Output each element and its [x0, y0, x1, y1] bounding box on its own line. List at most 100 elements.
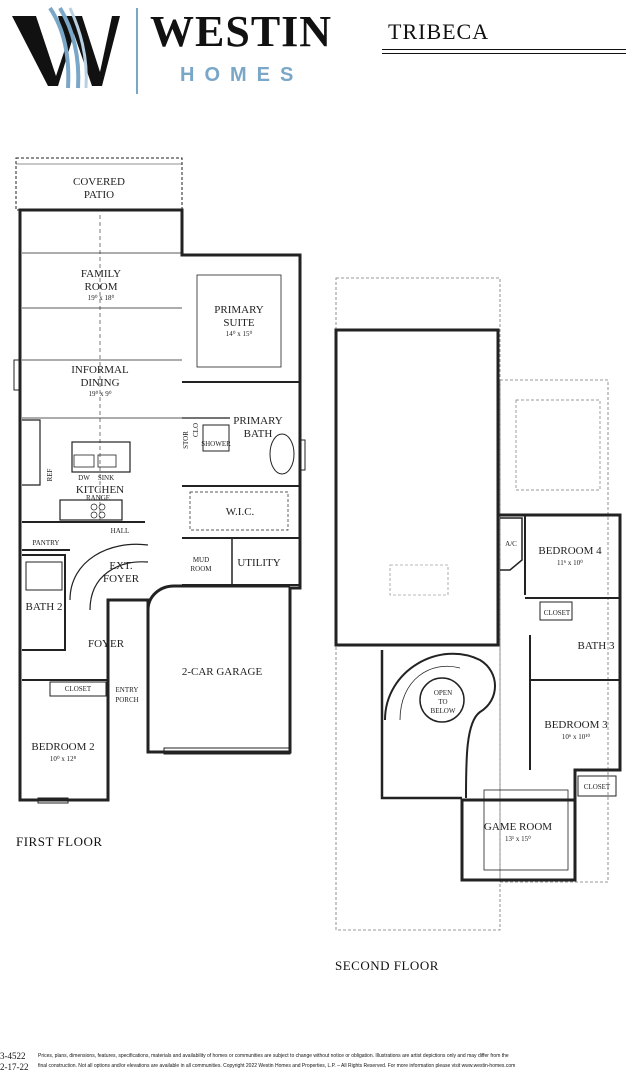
header: WESTIN HOMES TRIBECA	[0, 0, 640, 100]
bath-window	[299, 439, 306, 471]
second-floor-plan	[334, 277, 622, 931]
ac-closet	[500, 517, 523, 571]
label-bedroom2-dim: 10⁰ x 12⁸	[50, 755, 77, 763]
label-dw: DW	[78, 474, 90, 482]
label-mud-2: ROOM	[190, 565, 212, 573]
stair-tread-arc	[399, 665, 461, 721]
first-floor-exterior-wall	[18, 208, 302, 802]
label-closet: CLOSET	[65, 685, 92, 693]
shower-box	[202, 424, 230, 452]
label-open-3: BELOW	[431, 707, 456, 715]
ghost-island	[389, 564, 449, 596]
second-floor-exterior-wall	[460, 513, 622, 882]
label-bedroom3: BEDROOM 3	[544, 719, 608, 731]
label-game-room-dim: 13¹ x 15⁰	[505, 835, 531, 843]
second-floor-caption: SECOND FLOOR	[335, 958, 439, 973]
plan-rule-1	[382, 49, 626, 50]
stair-hall-wall	[380, 650, 462, 800]
label-wic: W.I.C.	[226, 506, 255, 518]
label-covered-patio-1: COVERED	[73, 176, 125, 188]
label-ac: A/C	[505, 540, 517, 548]
label-hall: HALL	[111, 527, 130, 535]
label-dining-1: INFORMAL	[71, 364, 129, 376]
ghost-tray	[515, 399, 601, 491]
label-open-2: TO	[438, 698, 447, 706]
stair-curve-1	[69, 543, 149, 601]
label-primary-suite-2: SUITE	[223, 317, 254, 329]
label-range: RANGE	[86, 494, 110, 502]
brand-sub: HOMES	[180, 64, 304, 86]
stair-curve-2	[89, 561, 149, 611]
footer: 3-4522 2-17-22 Prices, plans, dimensions…	[0, 1042, 640, 1084]
label-bedroom3-dim: 10⁶ x 10¹⁰	[562, 733, 591, 741]
label-pantry: PANTRY	[33, 539, 60, 547]
label-dining-dim: 19⁰ x 9⁰	[88, 390, 111, 398]
open-to-below-wall	[334, 328, 500, 647]
primary-tub	[269, 433, 295, 475]
label-open-1: OPEN	[434, 689, 452, 697]
label-closet2-2f: CLOSET	[584, 783, 611, 791]
plan-name: TRIBECA	[388, 19, 490, 44]
stair-outer	[384, 652, 496, 799]
bedroom4-closet	[539, 601, 573, 621]
first-floor-plan	[13, 157, 306, 804]
label-kitchen: KITCHEN	[76, 484, 124, 496]
label-primary-suite-1: PRIMARY	[214, 304, 264, 316]
dining-window	[13, 359, 21, 391]
label-mud-1: MUD	[193, 556, 209, 564]
burner-1	[90, 503, 98, 511]
garage-wall	[146, 584, 290, 752]
dw-box	[73, 454, 95, 468]
game-room-tray	[483, 789, 569, 871]
label-clo: CLO	[192, 423, 200, 437]
ghost-outline-left	[335, 277, 501, 931]
first-floor-caption: FIRST FLOOR	[16, 834, 103, 849]
label-game-room: GAME ROOM	[484, 821, 552, 833]
bath2-tub	[25, 561, 63, 591]
label-primary-suite-dim: 14⁰ x 15⁰	[226, 330, 253, 338]
burner-4	[98, 511, 106, 519]
logo-divider	[136, 8, 138, 94]
bedroom2-closet	[49, 681, 107, 697]
burner-2	[98, 503, 106, 511]
label-garage: 2-CAR GARAGE	[182, 666, 263, 678]
label-entry-1: ENTRY	[116, 686, 139, 694]
label-bedroom4: BEDROOM 4	[538, 545, 602, 557]
label-family-room-1: FAMILY	[81, 268, 121, 280]
label-primary-bath-2: BATH	[244, 428, 273, 440]
sink-box	[97, 454, 117, 468]
label-utility: UTILITY	[237, 557, 280, 569]
first-floor-labels: COVERED PATIO FAMILY ROOM 19⁰ x 18⁰ INFO…	[26, 176, 283, 763]
label-dining-2: DINING	[80, 377, 119, 389]
label-ref: REF	[46, 468, 54, 481]
burner-3	[90, 511, 98, 519]
legal-line-1: Prices, plans, dimensions, features, spe…	[38, 1053, 509, 1059]
garage-door	[163, 747, 291, 755]
bedroom2-window	[37, 797, 69, 804]
label-entry-2: PORCH	[115, 696, 138, 704]
plan-rule-2	[382, 53, 626, 54]
label-bedroom2: BEDROOM 2	[31, 741, 94, 753]
label-family-room-2: ROOM	[84, 281, 117, 293]
label-bath3: BATH 3	[578, 640, 615, 652]
second-floor-labels: A/C BEDROOM 4 11⁶ x 10⁰ CLOSET BATH 3 OP…	[431, 540, 615, 843]
plan-date: 2-17-22	[0, 1062, 29, 1072]
westin-logo-mark	[12, 6, 120, 89]
bath2-wall	[22, 554, 66, 651]
label-stor: STOR	[182, 431, 190, 449]
primary-suite-tray	[196, 274, 282, 368]
label-bedroom4-dim: 11⁶ x 10⁰	[557, 559, 583, 567]
label-bath2: BATH 2	[26, 601, 63, 613]
label-family-room-dim: 19⁰ x 18⁰	[88, 294, 115, 302]
kitchen-counter-range	[59, 499, 123, 521]
plan-code: 3-4522	[0, 1051, 26, 1061]
label-foyer: FOYER	[88, 638, 125, 650]
label-ext-foyer-2: FOYER	[103, 573, 140, 585]
label-covered-patio-2: PATIO	[84, 189, 114, 201]
stair-well	[419, 677, 465, 723]
legal-line-2: final construction. Not all options and/…	[38, 1063, 516, 1069]
label-closet-2f: CLOSET	[544, 609, 571, 617]
brand-name: WESTIN	[150, 7, 333, 56]
label-shower: SHOWER	[201, 440, 231, 448]
